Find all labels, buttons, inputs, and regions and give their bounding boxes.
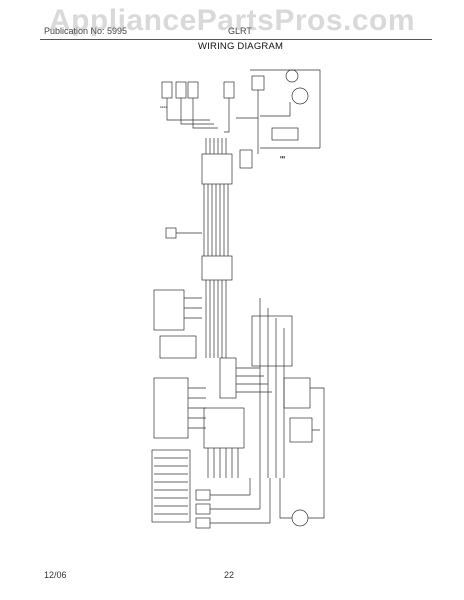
component-block: [187, 81, 199, 99]
component-block: [271, 127, 299, 141]
page-title: WIRING DIAGRAM: [198, 41, 284, 52]
component-block: [161, 81, 173, 99]
connector-block: [219, 357, 237, 399]
component-block: [251, 315, 293, 367]
component-block: [239, 149, 253, 169]
motor-symbol: [285, 69, 299, 83]
watermark: AppliancePartsPros.com: [48, 4, 416, 37]
connector-block: [195, 503, 211, 515]
connector-block: [201, 153, 233, 185]
model-number: GLRT: [228, 26, 252, 36]
header-rule: [40, 39, 432, 40]
component-block: [283, 377, 311, 409]
control-board: [153, 377, 189, 439]
component-block: [153, 289, 185, 331]
footer-date: 12/06: [44, 570, 67, 580]
connector-block: [195, 517, 211, 529]
svg-text:▮▮▮: ▮▮▮: [280, 155, 286, 159]
publication-number: Publication No: 5995: [44, 26, 128, 36]
parts-legend-box: [151, 449, 191, 523]
page-number: 22: [224, 570, 235, 580]
switch-block: [165, 227, 177, 239]
component-block: [175, 81, 187, 99]
motor-symbol: [291, 509, 309, 527]
component-block: [223, 81, 235, 99]
component-block: [159, 335, 197, 359]
motor-symbol: [291, 87, 309, 105]
terminal-block: [203, 407, 245, 449]
wiring-diagram: ●●●● ▮▮▮: [151, 69, 325, 529]
component-block: [251, 75, 265, 91]
svg-text:●●●●: ●●●●: [160, 105, 168, 109]
connector-block: [195, 489, 211, 501]
connector-block: [201, 255, 233, 281]
component-block: [289, 417, 313, 443]
